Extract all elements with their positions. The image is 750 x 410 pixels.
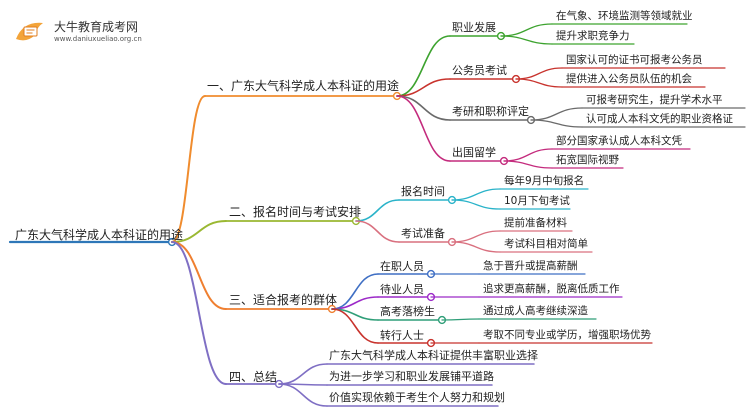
branch-1-to-sub-1 xyxy=(396,35,451,97)
branch-schedule: 二、报名时间与考试安排 xyxy=(229,205,362,219)
leaf-prep-1: 提前准备材料 xyxy=(504,217,567,229)
sub-registration-time: 报名时间 xyxy=(401,185,445,198)
sub-career-changer: 转行人士 xyxy=(380,329,424,342)
sub-1-3-to-leaf-1 xyxy=(530,107,583,121)
root-to-branch-1 xyxy=(171,95,206,243)
branch-1-to-sub-3 xyxy=(396,95,451,121)
leaf-civil-2: 提供进入公务员队伍的机会 xyxy=(566,73,692,85)
sub-gaokao-failed: 高考落榜生 xyxy=(380,305,435,318)
sub-2-1-to-leaf-1 xyxy=(451,188,501,201)
branch-1-to-sub-4 xyxy=(396,95,451,162)
leaf-reg-1: 每年9月中旬报名 xyxy=(504,175,585,187)
sub-career: 职业发展 xyxy=(452,21,496,34)
leaf-abroad-1: 部分国家承认成人本科文凭 xyxy=(556,135,682,147)
leaf-grad-2: 认可成人本科文凭的职业资格证 xyxy=(586,113,733,125)
leaf-employed: 急于晋升或提高薪酬 xyxy=(483,260,578,272)
sub-2-2-to-leaf-2 xyxy=(451,241,501,253)
leaf-gaokao: 通过成人高考继续深造 xyxy=(483,305,588,317)
sub-1-1-to-leaf-2 xyxy=(500,35,553,45)
sub-1-2-to-leaf-1 xyxy=(515,67,563,80)
branch-3-to-sub-4 xyxy=(331,308,379,344)
sub-exam-prep: 考试准备 xyxy=(401,227,445,240)
root-node: 广东大气科学成人本科证的用途 xyxy=(15,228,184,242)
branch-1-to-sub-2 xyxy=(396,78,451,97)
root-to-branch-2 xyxy=(171,220,227,243)
leaf-grad-1: 可报考研究生，提升学术水平 xyxy=(586,94,723,106)
logo-icon xyxy=(13,17,49,45)
logo-site: www.daniuxueliao.org.cn xyxy=(54,35,142,43)
leaf-unemployed: 追求更高薪酬，脱离低质工作 xyxy=(483,283,620,295)
sub-1-3-to-leaf-2 xyxy=(530,119,583,128)
sub-study-abroad: 出国留学 xyxy=(452,146,496,159)
branch-summary: 四、总结 xyxy=(229,370,278,384)
branch-2-to-sub-2 xyxy=(355,220,400,243)
branch-uses: 一、广东大气科学成人本科证的用途 xyxy=(207,79,400,93)
summary-item-3: 价值实现依赖于考生个人努力和规划 xyxy=(329,391,505,404)
logo-name: 大牛教育成考网 xyxy=(54,20,139,34)
sub-grad-exam: 考研和职称评定 xyxy=(452,105,529,118)
sub-2-1-to-leaf-2 xyxy=(451,199,501,210)
sub-1-4-to-leaf-2 xyxy=(503,160,553,169)
branch-2-to-sub-1 xyxy=(355,199,400,222)
sub-1-4-to-leaf-1 xyxy=(503,148,553,162)
leaf-abroad-2: 拓宽国际视野 xyxy=(556,154,619,166)
root-to-branch-3 xyxy=(171,241,227,310)
branch-4-to-sub-3 xyxy=(278,383,328,407)
branch-4-to-sub-1 xyxy=(278,363,328,385)
sub-civil-service: 公务员考试 xyxy=(452,64,507,77)
leaf-prep-2: 考试科目相对简单 xyxy=(504,238,588,250)
sub-2-2-to-leaf-1 xyxy=(451,230,501,243)
leaf-career-1: 在气象、环境监测等领域就业 xyxy=(556,10,693,22)
summary-item-1: 广东大气科学成人本科证提供丰富职业选择 xyxy=(329,349,538,362)
sub-1-2-to-leaf-2 xyxy=(515,78,563,88)
branch-audience: 三、适合报考的群体 xyxy=(229,293,338,307)
sub-unemployed: 待业人员 xyxy=(380,283,424,296)
leaf-reg-2: 10月下旬考试 xyxy=(504,195,570,207)
summary-item-2: 为进一步学习和职业发展铺平道路 xyxy=(329,370,494,383)
leaf-changer: 考取不同专业或学历，增强职场优势 xyxy=(483,329,651,341)
sub-1-1-to-leaf-1 xyxy=(500,23,553,37)
leaf-career-2: 提升求职竞争力 xyxy=(556,30,630,42)
sub-employed: 在职人员 xyxy=(380,260,424,273)
leaf-civil-1: 国家认可的证书可报考公务员 xyxy=(566,54,703,66)
root-to-branch-4 xyxy=(171,241,227,385)
sub-3-3-to-leaf-1 xyxy=(441,318,480,321)
